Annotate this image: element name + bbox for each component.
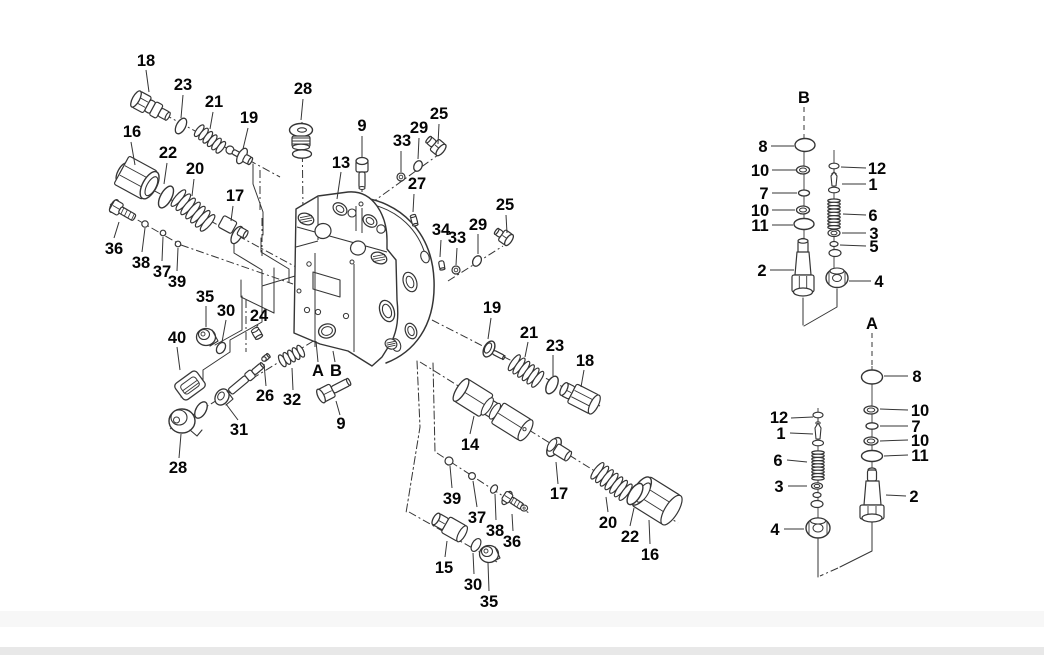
svg-text:2: 2 xyxy=(909,488,918,506)
svg-text:8: 8 xyxy=(758,138,767,156)
svg-text:12: 12 xyxy=(770,409,788,427)
svg-text:25: 25 xyxy=(496,196,514,214)
svg-text:16: 16 xyxy=(123,123,141,141)
svg-text:13: 13 xyxy=(332,154,350,172)
svg-text:38: 38 xyxy=(132,254,150,272)
svg-text:39: 39 xyxy=(168,273,186,291)
svg-text:33: 33 xyxy=(393,132,411,150)
svg-text:1: 1 xyxy=(868,176,877,194)
svg-text:16: 16 xyxy=(641,546,659,564)
svg-text:36: 36 xyxy=(503,533,521,551)
svg-text:28: 28 xyxy=(294,80,312,98)
svg-text:14: 14 xyxy=(461,436,480,454)
svg-text:B: B xyxy=(798,89,810,107)
svg-text:12: 12 xyxy=(868,160,886,178)
svg-text:18: 18 xyxy=(137,52,155,70)
svg-text:4: 4 xyxy=(770,521,780,539)
svg-text:4: 4 xyxy=(874,273,884,291)
svg-text:36: 36 xyxy=(105,240,123,258)
svg-text:3: 3 xyxy=(774,478,783,496)
svg-text:1: 1 xyxy=(776,425,785,443)
svg-text:7: 7 xyxy=(759,185,768,203)
svg-text:29: 29 xyxy=(410,119,428,137)
svg-text:6: 6 xyxy=(773,452,782,470)
svg-text:A: A xyxy=(312,362,324,380)
svg-text:23: 23 xyxy=(174,76,192,94)
svg-text:26: 26 xyxy=(256,387,274,405)
svg-text:10: 10 xyxy=(911,432,929,450)
svg-text:35: 35 xyxy=(196,288,214,306)
svg-text:5: 5 xyxy=(869,238,878,256)
svg-text:37: 37 xyxy=(153,263,171,281)
svg-text:37: 37 xyxy=(468,509,486,527)
svg-text:3: 3 xyxy=(869,225,878,243)
svg-text:10: 10 xyxy=(751,202,769,220)
svg-text:22: 22 xyxy=(621,528,639,546)
svg-text:9: 9 xyxy=(357,117,366,135)
svg-text:27: 27 xyxy=(408,175,426,193)
svg-text:6: 6 xyxy=(868,207,877,225)
svg-text:B: B xyxy=(330,362,342,380)
svg-text:17: 17 xyxy=(550,485,568,503)
svg-text:29: 29 xyxy=(469,216,487,234)
svg-text:25: 25 xyxy=(430,105,448,123)
svg-text:8: 8 xyxy=(912,368,921,386)
svg-text:24: 24 xyxy=(250,307,269,325)
svg-text:18: 18 xyxy=(576,352,594,370)
svg-text:10: 10 xyxy=(751,162,769,180)
svg-text:20: 20 xyxy=(186,160,204,178)
svg-text:34: 34 xyxy=(432,221,451,239)
svg-text:2: 2 xyxy=(757,262,766,280)
svg-text:33: 33 xyxy=(448,229,466,247)
svg-text:32: 32 xyxy=(283,391,301,409)
svg-text:38: 38 xyxy=(486,522,504,540)
svg-text:11: 11 xyxy=(911,447,928,465)
svg-text:19: 19 xyxy=(240,109,258,127)
svg-text:17: 17 xyxy=(226,187,244,205)
svg-text:9: 9 xyxy=(336,415,345,433)
svg-text:7: 7 xyxy=(911,418,920,436)
svg-text:30: 30 xyxy=(464,576,482,594)
svg-text:A: A xyxy=(866,315,878,333)
svg-text:22: 22 xyxy=(159,144,177,162)
svg-text:39: 39 xyxy=(443,490,461,508)
svg-text:28: 28 xyxy=(169,459,187,477)
svg-text:21: 21 xyxy=(520,324,538,342)
svg-text:31: 31 xyxy=(230,421,248,439)
svg-text:35: 35 xyxy=(480,593,498,611)
svg-text:20: 20 xyxy=(599,514,617,532)
svg-text:19: 19 xyxy=(483,299,501,317)
svg-text:23: 23 xyxy=(546,337,564,355)
svg-text:30: 30 xyxy=(217,302,235,320)
svg-text:40: 40 xyxy=(168,329,186,347)
svg-text:11: 11 xyxy=(751,217,768,235)
svg-text:21: 21 xyxy=(205,93,223,111)
svg-text:15: 15 xyxy=(435,559,453,577)
svg-text:10: 10 xyxy=(911,402,929,420)
